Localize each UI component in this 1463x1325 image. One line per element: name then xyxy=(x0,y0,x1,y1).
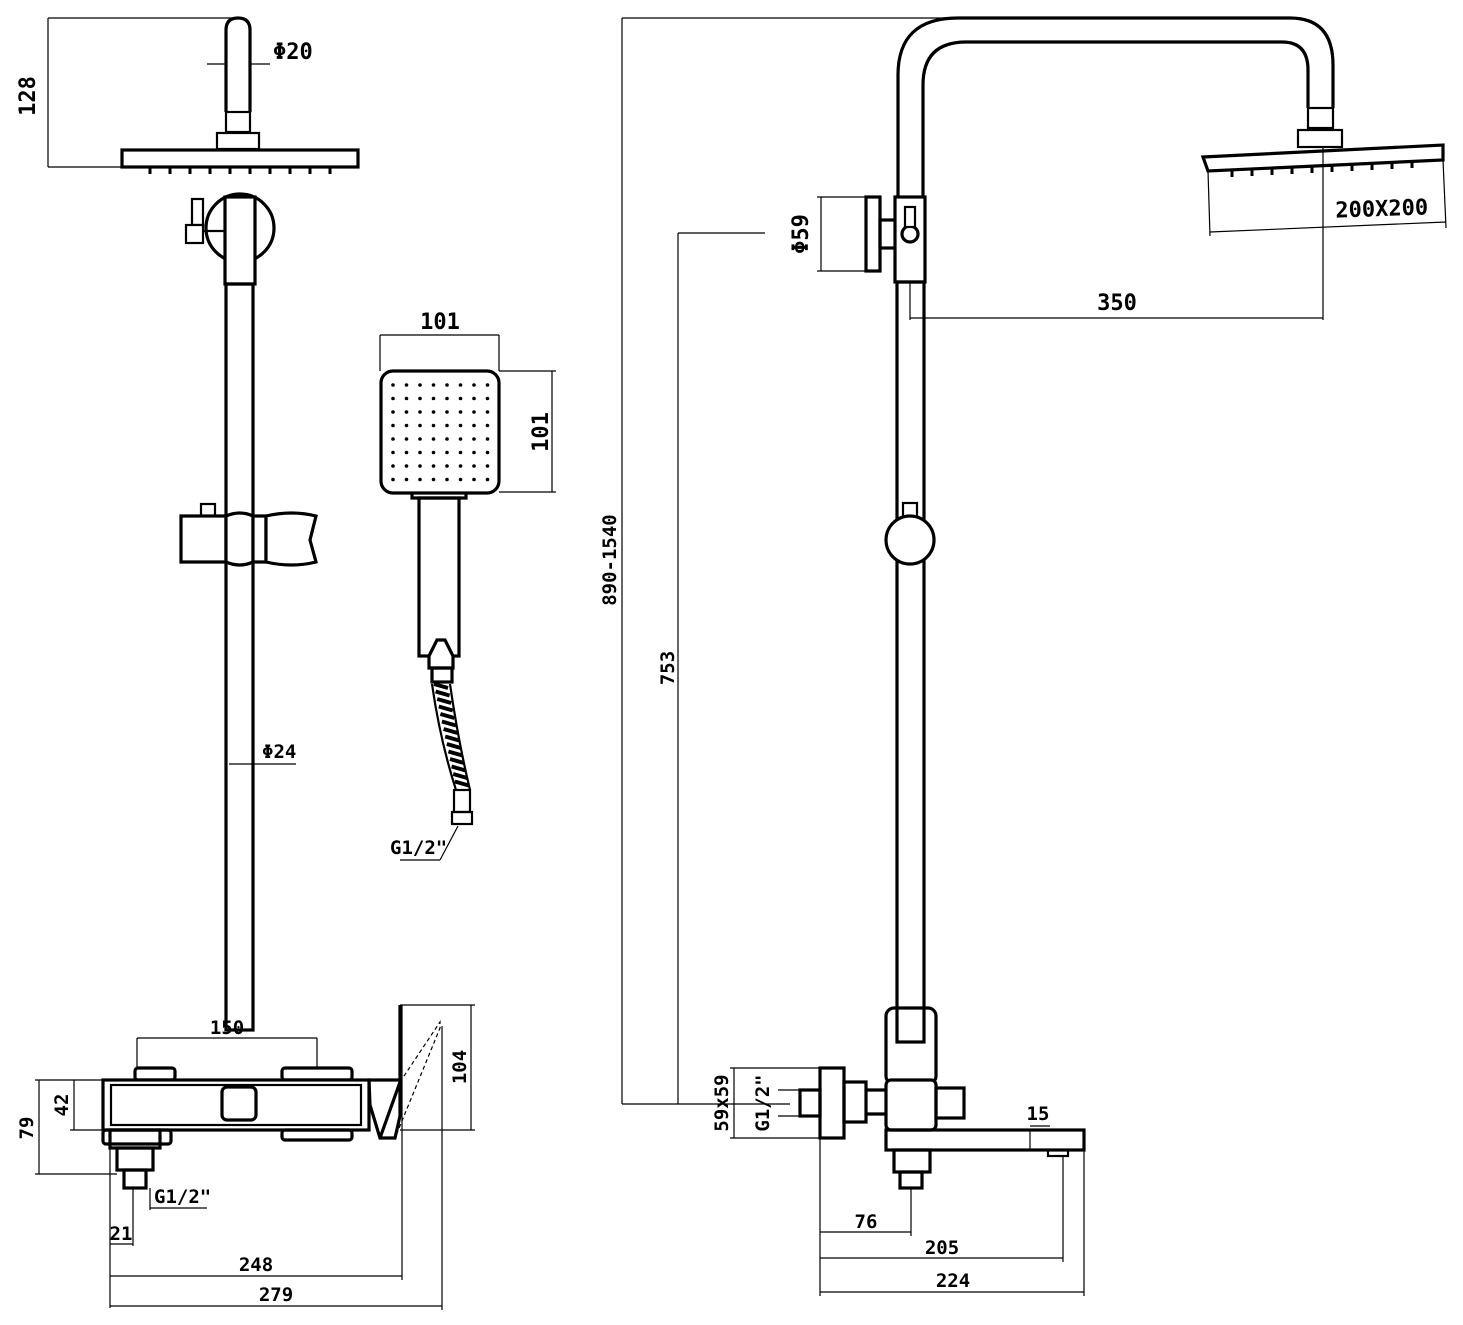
hand-shower-cone xyxy=(427,638,455,670)
dim-total-height: 79 xyxy=(16,1117,38,1140)
front-inlet-thread: G1/2" xyxy=(154,1186,211,1208)
dim-escutcheon: 59x59 xyxy=(711,1074,733,1131)
hose-thread: G1/2" xyxy=(390,837,447,859)
front-lever-profile xyxy=(367,1005,441,1140)
hose-end-fitting xyxy=(452,788,472,814)
dim-arm-diameter: Φ20 xyxy=(273,40,313,65)
dim-width-279: 279 xyxy=(259,1284,293,1306)
dim-body-height: 42 xyxy=(51,1094,73,1117)
dim-width-248: 248 xyxy=(239,1254,273,1276)
dim-hand-head-width: 101 xyxy=(420,310,460,335)
dim-bracket-diameter: Φ59 xyxy=(789,214,814,254)
dim-height-range: 890-1540 xyxy=(599,514,621,606)
hand-shower-grip xyxy=(417,496,461,658)
hand-shower-hose-nut xyxy=(430,666,454,684)
front-riser-pipe xyxy=(224,282,255,1032)
side-mixer-body xyxy=(798,1006,1086,1190)
front-head-nozzles xyxy=(148,167,332,174)
side-head-nozzles xyxy=(1230,161,1414,177)
shower-hose xyxy=(430,682,472,791)
hand-shower-dimension-lines xyxy=(379,334,556,861)
front-rain-head xyxy=(120,148,360,169)
dim-224: 224 xyxy=(936,1270,970,1292)
dim-205: 205 xyxy=(925,1237,959,1259)
front-mixer-body xyxy=(101,1066,371,1190)
front-center-badge xyxy=(220,1085,258,1122)
side-inlet-thread: G1/2" xyxy=(752,1074,774,1131)
side-diverter-knob xyxy=(900,224,920,244)
side-arm-outer xyxy=(896,16,1335,197)
side-dimension-lines xyxy=(621,17,1447,1296)
dim-valve-spacing: 150 xyxy=(210,1017,244,1039)
side-escutcheon xyxy=(818,1066,846,1140)
front-diverter-lever xyxy=(190,197,205,227)
side-slider-knob xyxy=(884,514,936,566)
hand-shower-view: 101 101 G1/2" xyxy=(379,310,556,861)
side-arm-nut xyxy=(1306,106,1335,130)
front-head-connector xyxy=(215,131,261,151)
side-diverter-plate xyxy=(864,195,882,273)
front-diverter-knob xyxy=(184,223,205,245)
hand-shower-head xyxy=(379,369,501,495)
front-arm-nut xyxy=(224,110,252,134)
front-dimension-lines xyxy=(35,17,475,1310)
dim-head-height: 128 xyxy=(16,76,41,116)
hand-shower-spray-dots xyxy=(391,383,490,482)
front-view: 128 Φ20 Φ24 150 104 42 79 G1/2" 21 248 2… xyxy=(16,16,475,1310)
front-slider-bracket xyxy=(179,502,318,567)
side-head-connector xyxy=(1296,128,1344,149)
dim-spout: 15 xyxy=(1027,1103,1050,1125)
side-arm-inner xyxy=(921,40,1310,197)
front-shower-arm xyxy=(224,16,252,112)
dim-slider-height: 753 xyxy=(657,651,679,685)
dim-lever-height: 104 xyxy=(449,1050,471,1084)
dim-arm-reach: 350 xyxy=(1097,291,1137,316)
dim-rain-head: 200X200 xyxy=(1335,195,1429,223)
side-riser-pipe xyxy=(895,280,926,1044)
front-diverter-body xyxy=(223,195,257,286)
dim-76: 76 xyxy=(855,1211,878,1233)
side-spout xyxy=(884,1128,1086,1152)
dim-pipe-diameter: Φ24 xyxy=(262,741,296,763)
dim-hand-head-height: 101 xyxy=(529,412,554,452)
side-view: 890-1540 753 Φ59 200X200 350 59x59 G1/2"… xyxy=(599,16,1447,1296)
dim-inlet-width: 21 xyxy=(110,1223,133,1245)
